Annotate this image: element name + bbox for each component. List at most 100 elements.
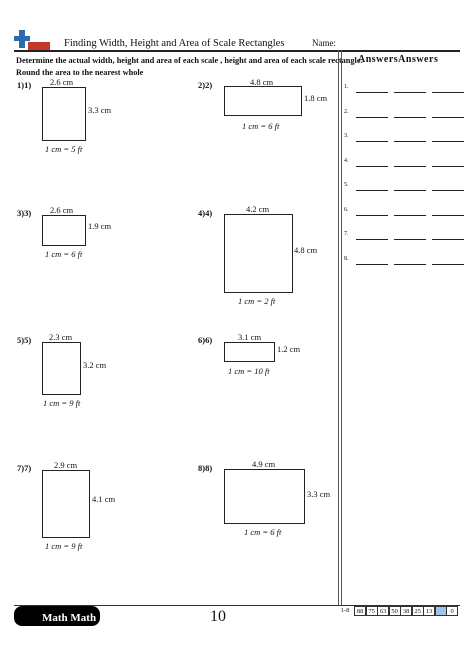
score-cell: 63: [377, 606, 390, 616]
instructions-line-2: Round the area to the nearest whole: [16, 68, 144, 77]
scale-rectangle: [224, 86, 302, 116]
height-label: 1.2 cm: [277, 344, 301, 354]
scale-label: 1 cm = 9 ft: [45, 541, 83, 551]
height-label: 4.8 cm: [294, 245, 318, 255]
problem-number: 2)2): [198, 80, 213, 90]
page-number: 10: [210, 608, 226, 625]
answer-blank[interactable]: [432, 141, 464, 142]
answer-blank[interactable]: [394, 239, 426, 240]
answer-number: 6.: [344, 206, 349, 213]
scale-rectangle: [42, 470, 90, 538]
scale-rectangle: [42, 215, 86, 246]
width-label: 4.8 cm: [250, 77, 274, 87]
answer-blank[interactable]: [432, 263, 464, 265]
answer-blank[interactable]: [356, 263, 388, 265]
answer-row: 3.: [344, 133, 470, 143]
score-cell: 13: [423, 606, 436, 616]
answer-blank[interactable]: [432, 116, 464, 118]
instructions-line-1: Determine the actual width, height and a…: [16, 56, 363, 65]
answer-row: 6.: [344, 207, 470, 217]
width-label: 4.9 cm: [252, 459, 276, 469]
scale-label: 1 cm = 2 ft: [238, 296, 276, 306]
height-label: 1.8 cm: [304, 93, 328, 103]
answer-blank[interactable]: [356, 214, 388, 216]
answer-blank[interactable]: [432, 214, 464, 216]
score-cell: 88: [354, 606, 367, 616]
score-cell: [434, 606, 447, 616]
answer-number: 7.: [344, 231, 349, 237]
scale-label: 1 cm = 6 ft: [244, 527, 282, 537]
scale-rectangle: [224, 342, 275, 362]
width-label: 4.2 cm: [246, 204, 270, 214]
height-label: 3.3 cm: [88, 105, 112, 115]
problem-number: 1)1): [17, 80, 32, 90]
score-cell: 0: [446, 606, 459, 616]
answer-blank[interactable]: [394, 116, 426, 118]
answer-number: 3.: [344, 133, 349, 139]
answer-number: 1.: [344, 84, 349, 90]
scale-rectangle: [42, 342, 81, 395]
column-divider: [341, 50, 342, 606]
score-cell: 38: [400, 606, 413, 616]
answer-blank[interactable]: [394, 165, 426, 167]
problem-number: 6)6): [198, 335, 213, 345]
answer-blank[interactable]: [394, 263, 426, 265]
answer-blank[interactable]: [394, 92, 426, 93]
height-label: 1.9 cm: [88, 221, 112, 231]
answer-row: 8.: [344, 256, 470, 266]
answer-blank[interactable]: [356, 190, 388, 191]
answer-blank[interactable]: [356, 141, 388, 142]
answer-blank[interactable]: [432, 165, 464, 167]
instructions: Determine the actual width, height and a…: [16, 55, 363, 79]
score-cell: 50: [388, 606, 401, 616]
score-cell: 75: [365, 606, 378, 616]
answer-row: 5.: [344, 182, 470, 192]
scale-rectangle: [224, 214, 293, 293]
scale-label: 1 cm = 5 ft: [45, 144, 83, 154]
problem-number: 7)7): [17, 463, 32, 473]
answer-number: 4.: [344, 157, 349, 164]
header-rule: [14, 50, 460, 52]
answer-number: 2.: [344, 108, 349, 115]
problem-number: 5)5): [17, 335, 32, 345]
answer-blank[interactable]: [356, 92, 388, 93]
width-label: 2.6 cm: [50, 77, 74, 87]
answer-blank[interactable]: [356, 165, 388, 167]
scale-label: 1 cm = 6 ft: [45, 249, 83, 259]
width-label: 2.9 cm: [54, 460, 78, 470]
name-label: Name:: [312, 38, 336, 48]
footer-logo-box: [14, 606, 100, 626]
math-worksheets-logo: [12, 26, 52, 52]
answer-blank[interactable]: [432, 92, 464, 93]
height-label: 3.3 cm: [307, 489, 331, 499]
scale-label: 1 cm = 9 ft: [43, 398, 81, 408]
answer-blank[interactable]: [432, 239, 464, 240]
problem-number: 4)4): [198, 208, 213, 218]
problem-number: 8)8): [198, 463, 213, 473]
height-label: 4.1 cm: [92, 494, 116, 504]
width-label: 3.1 cm: [238, 332, 262, 342]
answer-blank[interactable]: [394, 141, 426, 142]
answers-heading: AnswersAnswers: [358, 54, 439, 65]
scale-label: 1 cm = 6 ft: [242, 121, 280, 131]
answer-number: 8.: [344, 255, 349, 262]
footer-rule: [14, 605, 460, 606]
score-cell: 25: [411, 606, 424, 616]
answer-row: 1.: [344, 84, 470, 94]
answer-blank[interactable]: [432, 190, 464, 191]
scale-rectangle: [224, 469, 305, 524]
answer-row: 7.: [344, 231, 470, 241]
answer-row: 4.: [344, 158, 470, 168]
answer-blank[interactable]: [394, 190, 426, 191]
height-label: 3.2 cm: [83, 360, 107, 370]
answer-number: 5.: [344, 182, 349, 188]
width-label: 2.3 cm: [49, 332, 73, 342]
footer-logo-text: Math Math: [42, 612, 97, 624]
scale-rectangle: [42, 87, 86, 141]
answer-blank[interactable]: [356, 116, 388, 118]
answer-blank[interactable]: [394, 214, 426, 216]
answer-row: 2.: [344, 109, 470, 119]
answer-blank[interactable]: [356, 239, 388, 240]
score-label: 1-8: [340, 607, 350, 614]
